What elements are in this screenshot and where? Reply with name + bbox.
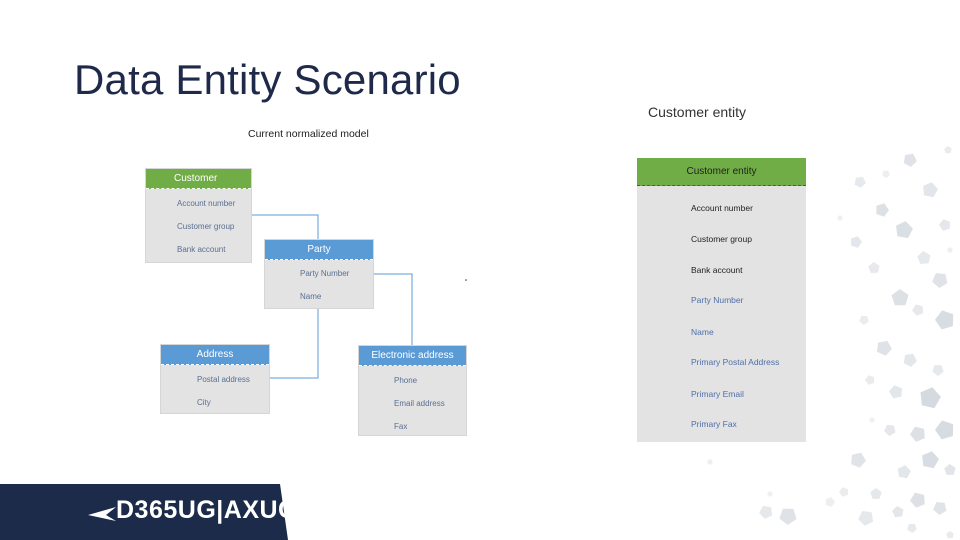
pentagon-decoration [947, 247, 953, 253]
pentagon-decoration [876, 203, 889, 216]
pentagon-decoration [932, 273, 947, 288]
swoosh-logo-icon [88, 506, 118, 522]
party-table-header: Party [265, 240, 373, 260]
pentagon-decoration [904, 354, 917, 367]
pentagon-decoration [935, 310, 953, 329]
pentagon-decoration [870, 488, 881, 499]
pentagon-decoration [907, 524, 917, 533]
pentagon-decoration [826, 497, 835, 507]
pentagon-pattern-decoration [670, 130, 960, 540]
electronic-address-field: Email address [394, 399, 445, 408]
pentagon-decoration [946, 531, 954, 538]
pentagon-decoration [896, 221, 913, 238]
customer-entity-caption: Customer entity [648, 104, 746, 120]
pentagon-decoration [839, 487, 848, 497]
pentagon-decoration [779, 509, 796, 525]
pentagon-decoration [922, 451, 939, 468]
pentagon-decoration [855, 177, 866, 188]
electronic-address-table-header: Electronic address [359, 346, 466, 366]
pentagon-decoration [851, 453, 866, 468]
pentagon-decoration [859, 316, 869, 325]
pentagon-decoration [904, 154, 917, 167]
address-table: Address Postal address City [160, 344, 270, 414]
pentagon-decoration [891, 289, 908, 305]
footer-logo-text: D365UG|AXUG [116, 496, 298, 525]
address-field: Postal address [197, 375, 250, 384]
pentagon-decoration [851, 236, 862, 248]
pentagon-decoration [865, 375, 874, 385]
pentagon-decoration [910, 493, 925, 508]
pentagon-decoration [759, 506, 772, 519]
address-table-header: Address [161, 345, 269, 365]
party-table: Party Party Number Name [264, 239, 374, 309]
pentagon-decoration [933, 502, 946, 515]
pentagon-decoration [707, 459, 713, 465]
customer-field: Account number [177, 199, 235, 208]
party-field: Name [300, 292, 321, 301]
pentagon-decoration [939, 219, 950, 230]
pentagon-decoration [837, 215, 843, 221]
pentagon-decoration [767, 491, 773, 497]
diagram-caption: Current normalized model [248, 128, 369, 140]
pentagon-decoration [889, 385, 902, 398]
pentagon-decoration [892, 506, 903, 517]
customer-field: Bank account [177, 245, 225, 254]
pentagon-decoration [917, 251, 930, 264]
pentagon-decoration [868, 262, 879, 273]
pentagon-decoration [944, 464, 955, 475]
pentagon-decoration [858, 511, 873, 526]
electronic-address-table: Electronic address Phone Email address F… [358, 345, 467, 436]
address-field: City [197, 398, 211, 407]
pentagon-decoration [932, 365, 943, 376]
pentagon-decoration [869, 417, 875, 423]
pentagon-decoration [898, 465, 911, 478]
slide-title: Data Entity Scenario [74, 56, 461, 104]
pentagon-decoration [884, 425, 895, 436]
electronic-address-field: Phone [394, 376, 417, 385]
party-field: Party Number [300, 269, 349, 278]
pentagon-decoration [944, 146, 952, 154]
pentagon-decoration [912, 304, 923, 315]
customer-table-header: Customer [146, 169, 251, 189]
customer-field: Customer group [177, 222, 234, 231]
customer-table: Customer Account number Customer group B… [145, 168, 252, 263]
pentagon-decoration [910, 427, 925, 442]
pentagon-decoration [877, 341, 892, 356]
pentagon-decoration [921, 387, 941, 408]
pentagon-decoration [923, 182, 938, 197]
pentagon-decoration [935, 420, 953, 439]
electronic-address-field: Fax [394, 422, 407, 431]
pentagon-decoration [882, 171, 890, 179]
